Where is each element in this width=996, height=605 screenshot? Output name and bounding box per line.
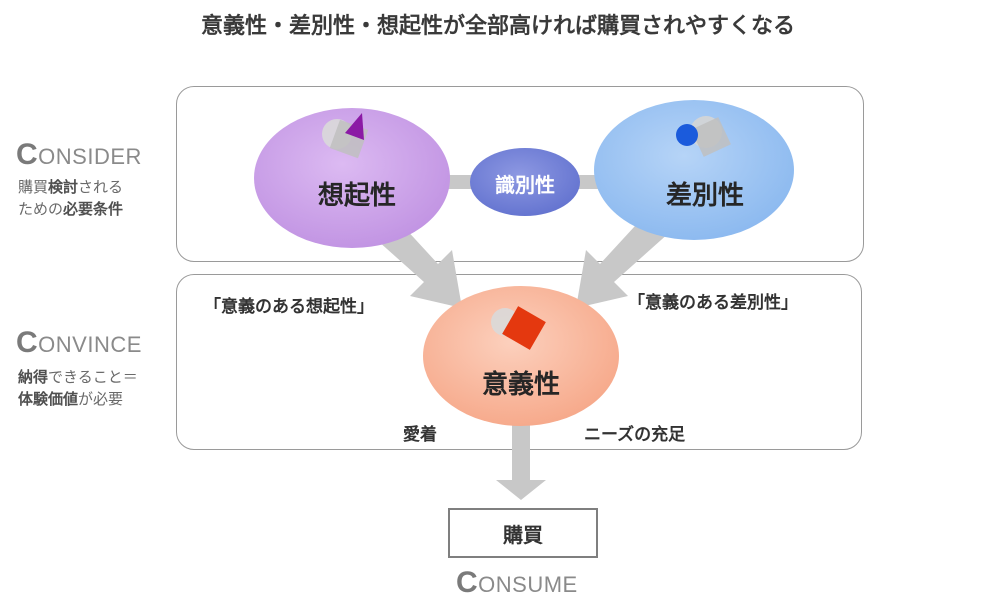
consider-text-requirement: 必要条件 (63, 200, 124, 218)
consider-text-suffix: される (78, 178, 124, 196)
meaning-label: 意義性 (481, 370, 560, 400)
recall-label: 想起性 (317, 181, 396, 211)
attachment-label: 愛着 (403, 425, 437, 445)
consume-heading-rest: ONSUME (478, 572, 578, 597)
purchase-box: 購買 (448, 508, 598, 558)
convince-heading-cap: C (16, 326, 39, 359)
distinct-emblem-icon (676, 116, 731, 157)
convince-heading-rest: ONVINCE (38, 332, 142, 357)
meaning-emblem-icon (491, 306, 546, 350)
consider-description: 購買検討される ための必要条件 (18, 176, 123, 220)
diagram-title: 意義性・差別性・想起性が全部高ければ購買されやすくなる (200, 14, 795, 39)
consider-text-purchase: 購買 (18, 178, 49, 196)
convince-description: 納得できること＝ 体験価値が必要 (18, 366, 138, 410)
consider-text-for: ための (18, 200, 64, 218)
convince-text-equals: できること＝ (48, 368, 138, 386)
recall-circle (254, 108, 450, 248)
distinct-label: 差別性 (665, 181, 744, 211)
convince-text-experience: 体験価値 (18, 390, 79, 408)
distinct-circle (594, 100, 794, 240)
convince-text-consent: 納得 (18, 368, 49, 386)
consider-heading: CONSIDER (16, 138, 142, 172)
meaningful-recall-quote: 「意義のある想起性」 (204, 297, 374, 317)
consider-heading-rest: ONSIDER (38, 144, 142, 169)
recall-emblem-icon (322, 113, 369, 159)
meaning-circle (423, 286, 619, 426)
convince-text-needed: が必要 (78, 390, 124, 408)
needs-fulfillment-label: ニーズの充足 (584, 425, 686, 445)
consider-heading-cap: C (16, 138, 39, 171)
identify-label: 識別性 (495, 173, 555, 197)
consider-text-consider: 検討 (48, 178, 79, 196)
convince-heading: CONVINCE (16, 326, 142, 360)
consume-heading: CONSUME (456, 566, 578, 600)
arrow-distinct-to-meaning (576, 214, 670, 308)
meaningful-distinct-quote: 「意義のある差別性」 (628, 293, 798, 313)
identify-circle (470, 148, 580, 216)
arrow-meaning-to-purchase (496, 420, 546, 500)
consume-heading-cap: C (456, 566, 479, 599)
